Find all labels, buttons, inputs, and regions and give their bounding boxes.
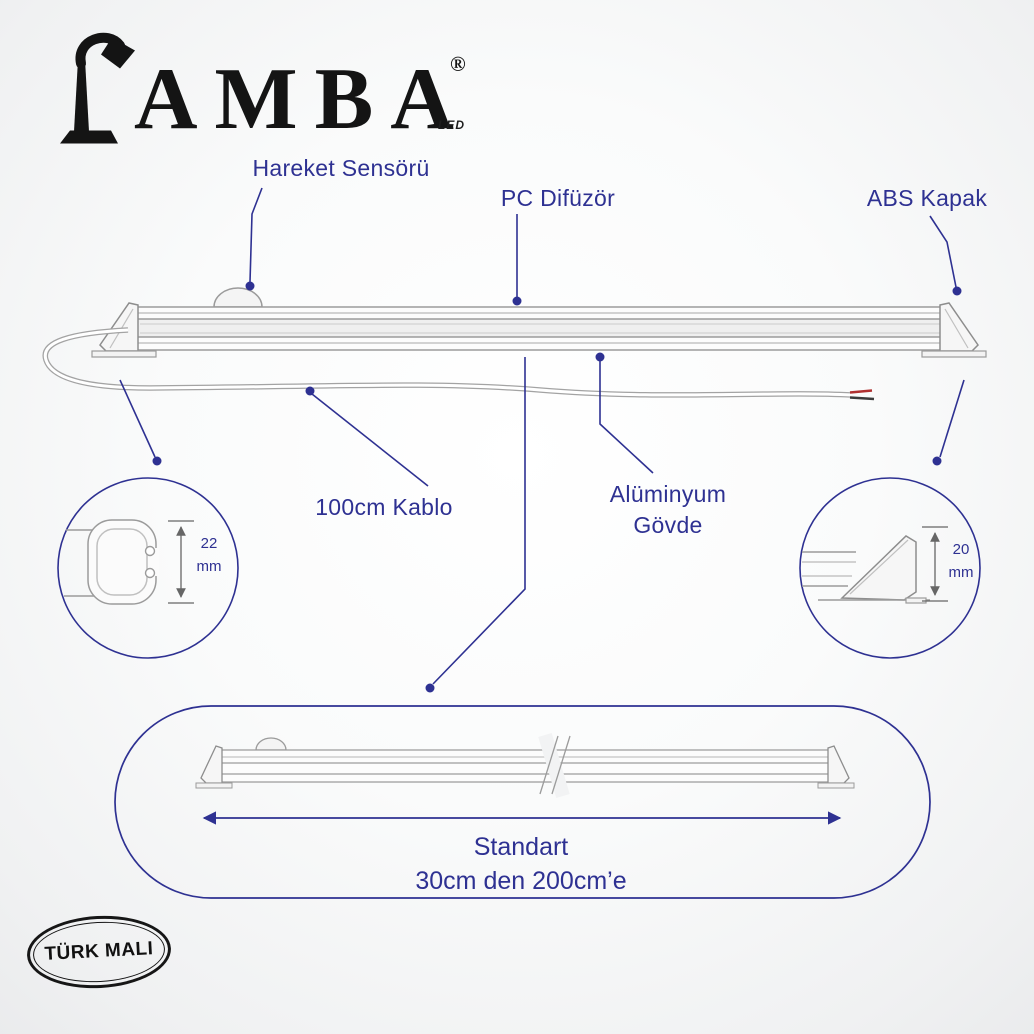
- small-bar-drawing: [195, 733, 855, 798]
- callout-cable: 100cm Kablo: [315, 494, 453, 520]
- callout-aluminum-line1: Alüminyum: [609, 481, 727, 507]
- power-cable: [42, 327, 875, 401]
- size-range-line2: 30cm den 200cm’e: [415, 867, 627, 895]
- motion-sensor-bump: [213, 287, 263, 308]
- size-range-text: Standart 30cm den 200cm’e: [321, 830, 721, 898]
- right-end-cap: [921, 302, 987, 358]
- size-range-panel: [114, 705, 931, 899]
- led-subtext: LED: [438, 118, 465, 132]
- made-in-text: TÜRK MALI: [43, 938, 154, 965]
- callout-aluminum-line2: Gövde: [633, 512, 703, 538]
- dimension-20mm: [922, 526, 948, 602]
- dimension-label-20mm: 20 mm: [948, 541, 974, 581]
- dimension-22mm: [168, 520, 194, 604]
- size-range-line1: Standart: [473, 833, 569, 861]
- registered-mark: ®: [450, 52, 466, 76]
- lamp-icon: [60, 32, 135, 144]
- detail-circle-diffuser: [57, 477, 239, 659]
- dimension-label-22mm: 22 mm: [196, 535, 222, 575]
- made-in-stamp-inner: TÜRK MALI: [31, 918, 167, 986]
- callout-motion-sensor: Hareket Sensörü: [252, 155, 430, 181]
- callout-aluminum-body: Alüminyum Gövde: [588, 479, 748, 541]
- wire-tip-red: [849, 389, 873, 394]
- break-gap: [538, 733, 570, 798]
- led-bar-drawing: [42, 287, 987, 401]
- callout-abs-cover: ABS Kapak: [866, 185, 988, 211]
- leader-lines: [119, 187, 965, 685]
- lamba-logo: AMBA ® LED: [56, 30, 476, 145]
- leader-dots: [152, 281, 962, 693]
- detail-circle-endcap: [799, 477, 981, 659]
- callout-pc-diffuser: PC Difüzör: [500, 185, 616, 211]
- wire-tip-black: [849, 396, 875, 401]
- wordmark-text: AMBA: [134, 51, 471, 148]
